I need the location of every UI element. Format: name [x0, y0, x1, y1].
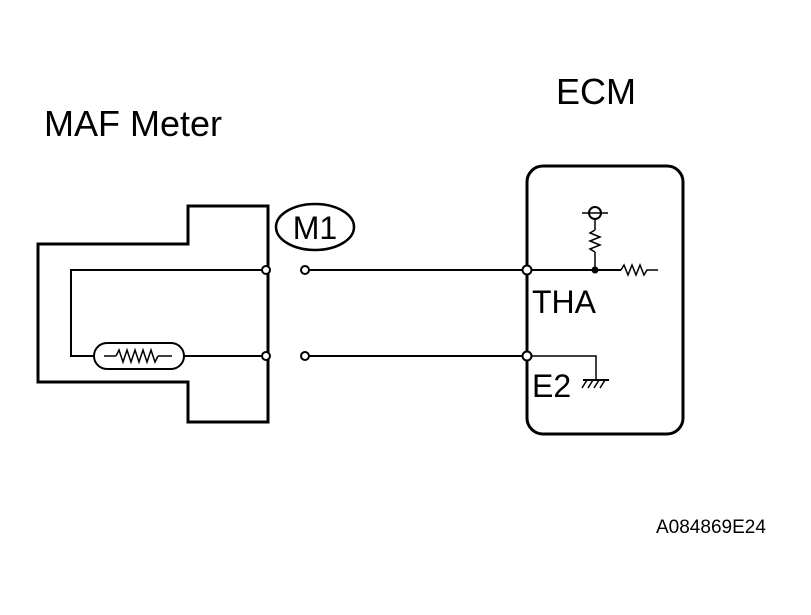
e2-terminal-label: E2: [532, 368, 571, 404]
maf-connector-pin-e2: [261, 351, 271, 361]
intake-air-temp-sensor: [93, 342, 185, 370]
ecm-title: ECM: [556, 71, 636, 112]
connector-label: M1: [293, 210, 337, 246]
maf-inner-wire-top: [70, 269, 266, 357]
maf-meter-title: MAF Meter: [44, 103, 222, 144]
ecm-input-resistor-icon: [620, 262, 658, 278]
ecm-internal-e2-line: [531, 355, 597, 380]
maf-connector-pin-tha: [261, 265, 271, 275]
ecm-terminal-tha: [521, 264, 533, 276]
ecm-terminal-e2: [521, 350, 533, 362]
maf-meter-housing: [36, 204, 270, 424]
ground-icon: [581, 379, 609, 389]
figure-code: A084869E24: [656, 517, 766, 538]
connector-callout-oval: [274, 202, 356, 252]
ecm-box: [525, 164, 685, 436]
thermistor-resistor-icon: [115, 347, 159, 365]
tha-terminal-label: THA: [532, 284, 597, 320]
harness-connector-pin-e2: [300, 351, 310, 361]
pullup-resistor-icon: [587, 229, 603, 253]
harness-connector-pin-tha: [300, 265, 310, 275]
